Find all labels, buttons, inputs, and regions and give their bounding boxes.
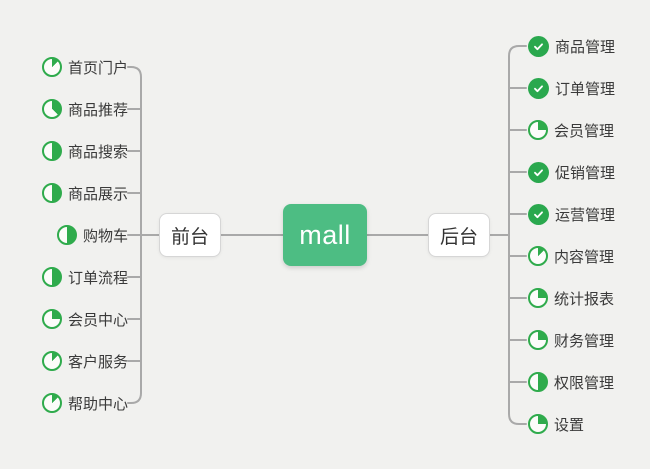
progress-pie-icon xyxy=(41,267,62,287)
topic-label: 促销管理 xyxy=(555,164,616,182)
left-topic-item[interactable]: 会员中心 xyxy=(41,306,128,332)
progress-pie-icon xyxy=(528,330,548,350)
progress-pie-icon xyxy=(528,288,548,308)
right-topic-item[interactable]: 内容管理 xyxy=(528,243,614,269)
topic-label: 订单流程 xyxy=(67,269,128,287)
progress-pie-icon xyxy=(41,99,62,119)
progress-pie-icon xyxy=(56,225,77,245)
right-topic-item[interactable]: 会员管理 xyxy=(528,117,614,143)
left-topic-item[interactable]: 订单流程 xyxy=(41,264,128,290)
left-topic-item[interactable]: 商品推荐 xyxy=(41,96,128,122)
right-topic-item[interactable]: 权限管理 xyxy=(528,369,614,395)
left-topic-item[interactable]: 首页门户 xyxy=(41,54,128,80)
left-topic-item[interactable]: 帮助中心 xyxy=(41,390,128,416)
progress-pie-icon xyxy=(528,372,548,392)
right-topic-item[interactable]: 统计报表 xyxy=(528,285,614,311)
branch-node-backend[interactable]: 后台 xyxy=(428,213,490,257)
done-check-icon xyxy=(528,203,549,225)
topic-label: 商品管理 xyxy=(555,38,616,56)
topic-label: 首页门户 xyxy=(67,59,128,77)
done-check-icon xyxy=(528,35,549,57)
progress-pie-icon xyxy=(41,183,62,203)
topic-label: 会员中心 xyxy=(67,311,128,329)
topic-label: 商品展示 xyxy=(67,185,128,203)
right-topic-item[interactable]: 运营管理 xyxy=(528,201,615,227)
done-check-icon xyxy=(528,161,549,183)
topic-label: 订单管理 xyxy=(555,80,616,98)
topic-label: 商品推荐 xyxy=(67,101,128,119)
right-topic-item[interactable]: 设置 xyxy=(528,411,584,437)
right-topic-item[interactable]: 商品管理 xyxy=(528,33,615,59)
left-topic-item[interactable]: 商品展示 xyxy=(41,180,128,206)
right-topic-item[interactable]: 订单管理 xyxy=(528,75,615,101)
progress-pie-icon xyxy=(41,57,62,77)
progress-pie-icon xyxy=(528,120,548,140)
root-node-mall[interactable]: mall xyxy=(283,204,367,266)
topic-label: 权限管理 xyxy=(554,374,615,392)
topic-label: 商品搜索 xyxy=(67,143,128,161)
progress-pie-icon xyxy=(528,246,548,266)
topic-label: 运营管理 xyxy=(555,206,616,224)
progress-pie-icon xyxy=(41,393,62,413)
right-topic-item[interactable]: 促销管理 xyxy=(528,159,615,185)
progress-pie-icon xyxy=(41,309,62,329)
topic-label: 购物车 xyxy=(82,227,128,245)
topic-label: 统计报表 xyxy=(554,290,615,308)
left-topic-item[interactable]: 购物车 xyxy=(56,222,128,248)
topic-label: 客户服务 xyxy=(67,353,128,371)
left-topic-item[interactable]: 客户服务 xyxy=(41,348,128,374)
topic-label: 会员管理 xyxy=(554,122,615,140)
progress-pie-icon xyxy=(41,141,62,161)
branch-node-frontend[interactable]: 前台 xyxy=(159,213,221,257)
topic-label: 财务管理 xyxy=(554,332,615,350)
progress-pie-icon xyxy=(41,351,62,371)
progress-pie-icon xyxy=(528,414,548,434)
topic-label: 内容管理 xyxy=(554,248,615,266)
right-topic-item[interactable]: 财务管理 xyxy=(528,327,614,353)
topic-label: 设置 xyxy=(554,416,585,434)
topic-label: 帮助中心 xyxy=(67,395,128,413)
done-check-icon xyxy=(528,77,549,99)
left-topic-item[interactable]: 商品搜索 xyxy=(41,138,128,164)
